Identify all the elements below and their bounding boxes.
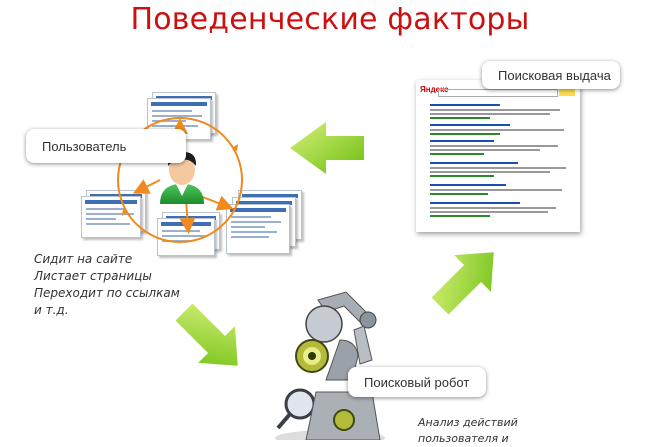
search-button — [559, 89, 575, 96]
robot-label-text: Поисковый робот — [364, 374, 470, 390]
orbit-arrow-right — [199, 195, 234, 211]
green-arrow-to-user — [290, 122, 364, 174]
user-caption: Сидит на сайте Листает страницы Переходи… — [34, 251, 204, 319]
user-label: Пользователь — [26, 129, 186, 163]
page-title: Поведенческие факторы — [130, 2, 530, 37]
site-page-thumbnail — [226, 204, 290, 254]
user-caption-line: Листает страницы — [34, 269, 152, 283]
user-caption-line: Переходит по ссылкам — [34, 286, 180, 300]
search-results-page: Яндекс — [416, 80, 580, 232]
robot-caption-line: пользователя и — [418, 432, 509, 445]
green-arrow-to-robot — [175, 303, 238, 366]
serp-label: Поисковая выдача — [482, 61, 620, 89]
robot-illustration — [275, 291, 385, 440]
serp-label-text: Поисковая выдача — [498, 67, 611, 83]
robot-label: Поисковый робот — [348, 367, 486, 397]
orbit-arrow-down — [179, 199, 196, 234]
robot-caption: Анализ действий пользователя и — [418, 415, 538, 447]
user-label-text: Пользователь — [42, 138, 127, 154]
robot-caption-line: Анализ действий — [418, 416, 518, 429]
user-caption-line: и т.д. — [34, 303, 69, 317]
green-arrow-to-serp — [431, 252, 494, 315]
orbit-arrow-left — [132, 179, 161, 194]
search-query-field — [438, 89, 558, 97]
user-caption-line: Сидит на сайте — [34, 252, 133, 266]
yandex-logo: Яндекс — [420, 85, 449, 94]
